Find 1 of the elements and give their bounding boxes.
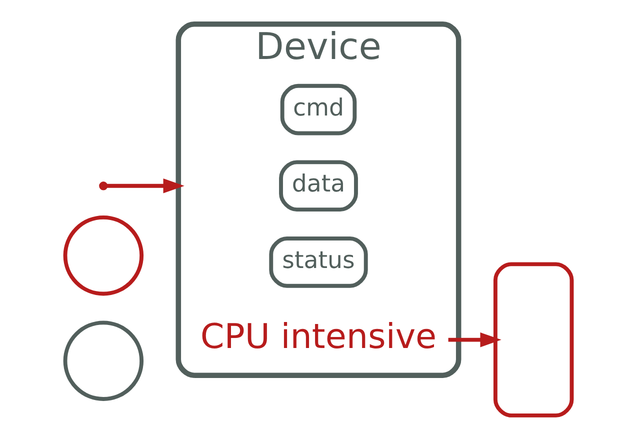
node-text: CPU intensive (200, 317, 437, 358)
